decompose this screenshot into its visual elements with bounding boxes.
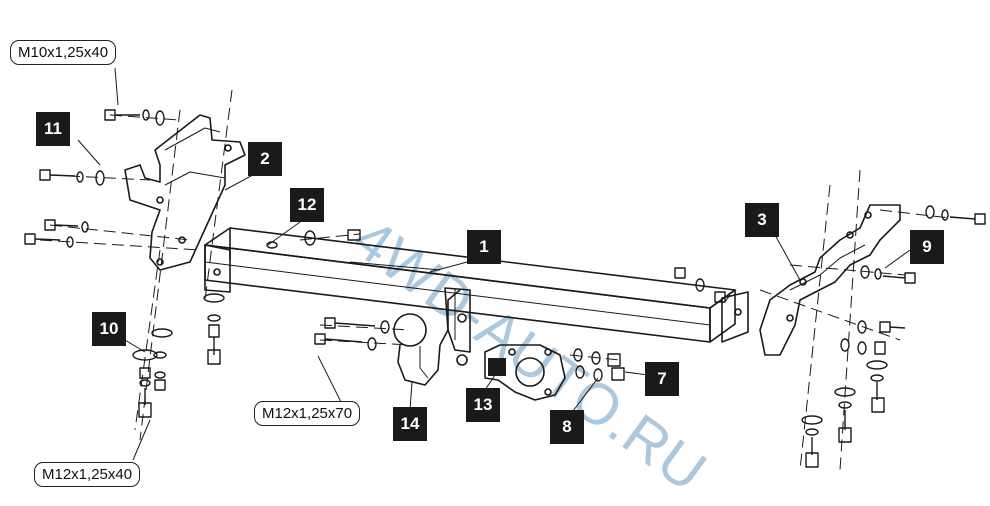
callout-3: 3 [745,203,779,237]
spec-label-m12x40: M12x1,25x40 [34,462,141,487]
left-bracket [124,114,246,271]
bolts-left [24,109,225,418]
callout-14: 14 [393,407,427,441]
bolts-middle [266,229,726,382]
spec-label-m10x40: M10x1,25x40 [10,40,117,65]
spec-label-m12x70: M12x1,25x70 [254,401,361,426]
callout-7: 7 [645,362,679,396]
callout-13: 13 [466,388,500,422]
callout-10: 10 [92,312,126,346]
callout-2: 2 [248,142,282,176]
callout-12: 12 [290,188,324,222]
socket-plate [484,344,566,401]
callout-8: 8 [550,410,584,444]
right-bracket [759,204,901,356]
tow-ball [393,287,471,386]
callout-11: 11 [36,112,70,146]
crossbar [204,227,749,343]
callout-9: 9 [910,230,944,264]
callout-1: 1 [467,230,501,264]
bolts-right [801,205,986,468]
